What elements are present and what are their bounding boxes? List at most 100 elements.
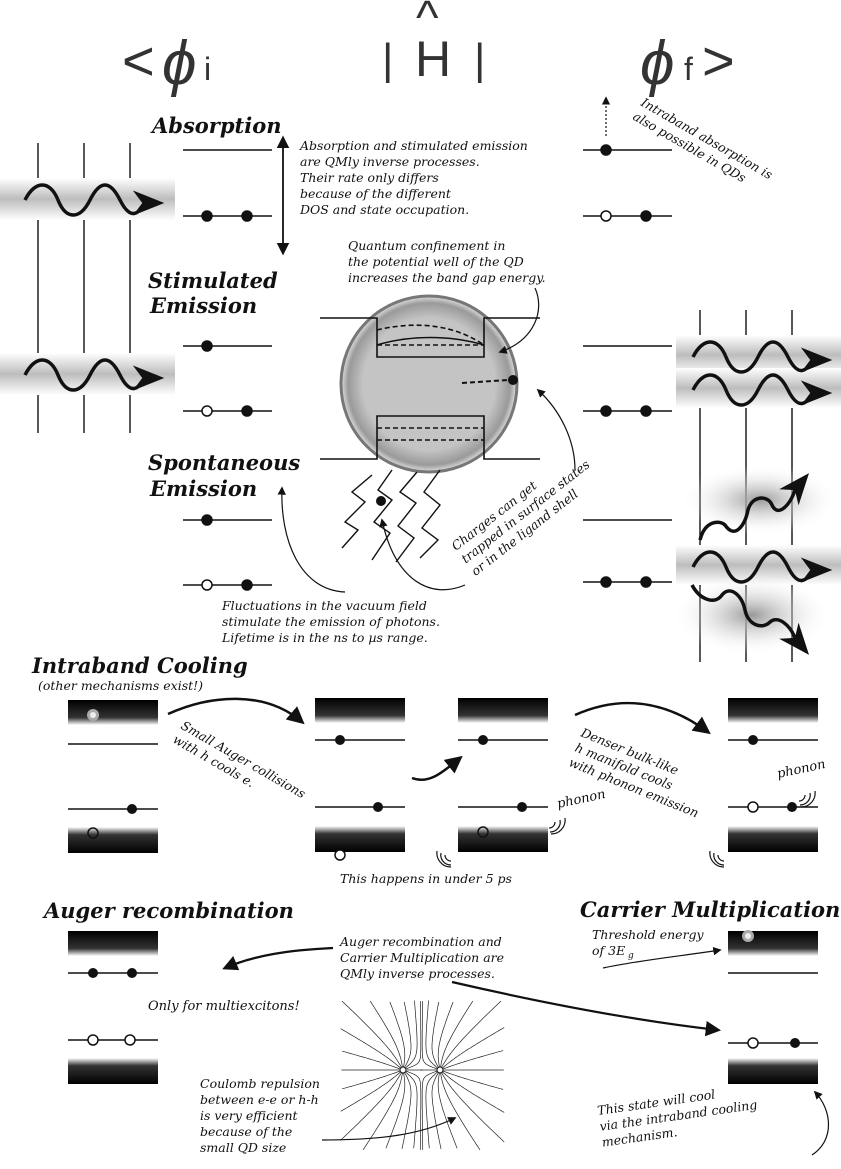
intraband-stage-3: [458, 698, 548, 852]
right-carriers: [600, 144, 652, 588]
field-line: [421, 1001, 441, 1071]
field-line: [431, 1069, 442, 1149]
right-bar: |: [474, 35, 485, 84]
absorption-note: Absorption and stimulated emission are Q…: [299, 138, 532, 217]
under-5ps-note: This happens in under 5 ps: [340, 871, 512, 886]
qd-sphere: [339, 294, 519, 474]
bra-ket-header: < ϕ i | ^ H | ϕ f >: [122, 0, 735, 98]
threshold-arrow: [602, 946, 722, 969]
field-line: [369, 1000, 404, 1071]
cooling-arrow-2: [411, 755, 463, 781]
confinement-note: Quantum confinement in the potential wel…: [348, 238, 546, 285]
will-cool-arrow: [811, 1090, 830, 1156]
multiexcitons-note: Only for multiexcitons!: [148, 999, 300, 1014]
coulomb-note: Coulomb repulsion between e-e or h-h is …: [200, 1076, 324, 1155]
field-line: [402, 1001, 422, 1071]
coulomb-charge-left: [399, 1066, 407, 1074]
field-line: [402, 1001, 412, 1071]
cm-levels: [728, 930, 818, 1084]
hamiltonian-hat: ^: [416, 0, 439, 45]
field-line: [439, 1027, 505, 1071]
will-cool-note: This state will cool via the intraband c…: [596, 1080, 764, 1149]
intraband-stage-1: [68, 700, 158, 853]
trap-arrow-ligand: [379, 518, 466, 591]
field-line: [439, 1069, 481, 1151]
field-line: [402, 1069, 418, 1149]
trapped-electron: [508, 375, 518, 385]
heading-stimulated-emission: Emission: [149, 293, 257, 318]
coulomb-arrow: [321, 1117, 457, 1141]
field-line: [342, 1069, 404, 1090]
heading-spontaneous: Spontaneous: [148, 450, 300, 475]
photons-stimulated-out: [676, 335, 841, 408]
left-bar: |: [382, 35, 393, 84]
photon-absorption: [0, 178, 175, 220]
field-line: [340, 1069, 404, 1141]
small-auger-note: Small Auger collisions with h cools e.: [171, 718, 312, 817]
threshold-note: Threshold energy of 3E: [592, 927, 708, 958]
field-line: [439, 1069, 505, 1143]
field-line: [439, 1000, 474, 1071]
intraband-stage-4: [728, 698, 818, 852]
fluctuations-note: Fluctuations in the vacuum field stimula…: [221, 598, 444, 645]
field-line: [437, 1001, 454, 1071]
heading-intraband-cooling: Intraband Cooling: [31, 653, 248, 678]
quantum-dot: [320, 294, 540, 563]
field-line: [402, 1069, 422, 1150]
left-carriers: [201, 210, 253, 591]
field-line: [439, 1000, 502, 1071]
field-line: [340, 1028, 404, 1071]
ligand-carrier: [376, 496, 386, 506]
field-line: [341, 1000, 404, 1071]
phonon-wave-icons: [436, 790, 816, 868]
photon-stimulated-in: [0, 353, 175, 395]
auger-arrow-left: [222, 946, 334, 971]
denser-note: Denser bulk-like h manifold cools with p…: [566, 724, 713, 820]
heading-auger-recombination: Auger recombination: [42, 898, 294, 923]
ket-close-symbol: >: [702, 29, 735, 92]
cooling-arrow-3: [574, 701, 711, 735]
field-line: [385, 1069, 406, 1149]
field-line: [401, 1069, 412, 1149]
fluctuations-arrow: [277, 486, 346, 593]
heading-spontaneous-emission: Emission: [149, 476, 257, 501]
intraband-stage-2: [315, 698, 405, 861]
coulomb-charge-right: [436, 1066, 444, 1074]
field-line: [439, 1069, 505, 1113]
right-level-diagrams: [583, 149, 672, 583]
confinement-arrow: [498, 287, 540, 354]
field-line: [362, 1069, 404, 1151]
field-line: [389, 1001, 406, 1071]
phi-f-symbol: ϕ: [640, 29, 674, 98]
field-line: [421, 1069, 441, 1150]
heading-absorption: Absorption: [150, 113, 282, 138]
field-line: [340, 1069, 404, 1112]
photons-spontaneous-out: [672, 465, 841, 655]
phonon-label-2: phonon: [776, 757, 827, 782]
phi-i-symbol: ϕ: [162, 29, 196, 98]
left-level-diagrams: [183, 149, 272, 586]
phi-i-subscript: i: [204, 51, 211, 87]
cm-arrow-right: [451, 980, 722, 1037]
heading-stimulated: Stimulated: [148, 268, 278, 293]
threshold-subscript: g: [628, 951, 634, 961]
bra-open-symbol: <: [122, 29, 155, 92]
hamiltonian-symbol: H: [415, 31, 451, 87]
field-line: [439, 1050, 504, 1071]
trap-arrow-up: [536, 388, 576, 471]
auger-cm-note: Auger recombination and Carrier Multipli…: [339, 934, 508, 981]
cooling-arrow-1: [167, 697, 305, 725]
phonon-label-1: phonon: [556, 787, 607, 812]
field-line: [431, 1001, 441, 1071]
field-line: [437, 1069, 458, 1149]
auger-levels: [68, 931, 158, 1084]
phi-f-subscript: f: [684, 51, 693, 87]
field-line: [425, 1000, 441, 1071]
field-line: [402, 1000, 418, 1071]
field-line: [439, 1069, 504, 1090]
intraband-absorption-note: Intraband absorption is also possible in…: [630, 94, 779, 198]
field-line: [425, 1069, 441, 1149]
coulomb-field-lines: [340, 1000, 505, 1151]
intraband-subheading: (other mechanisms exist!): [38, 678, 203, 693]
